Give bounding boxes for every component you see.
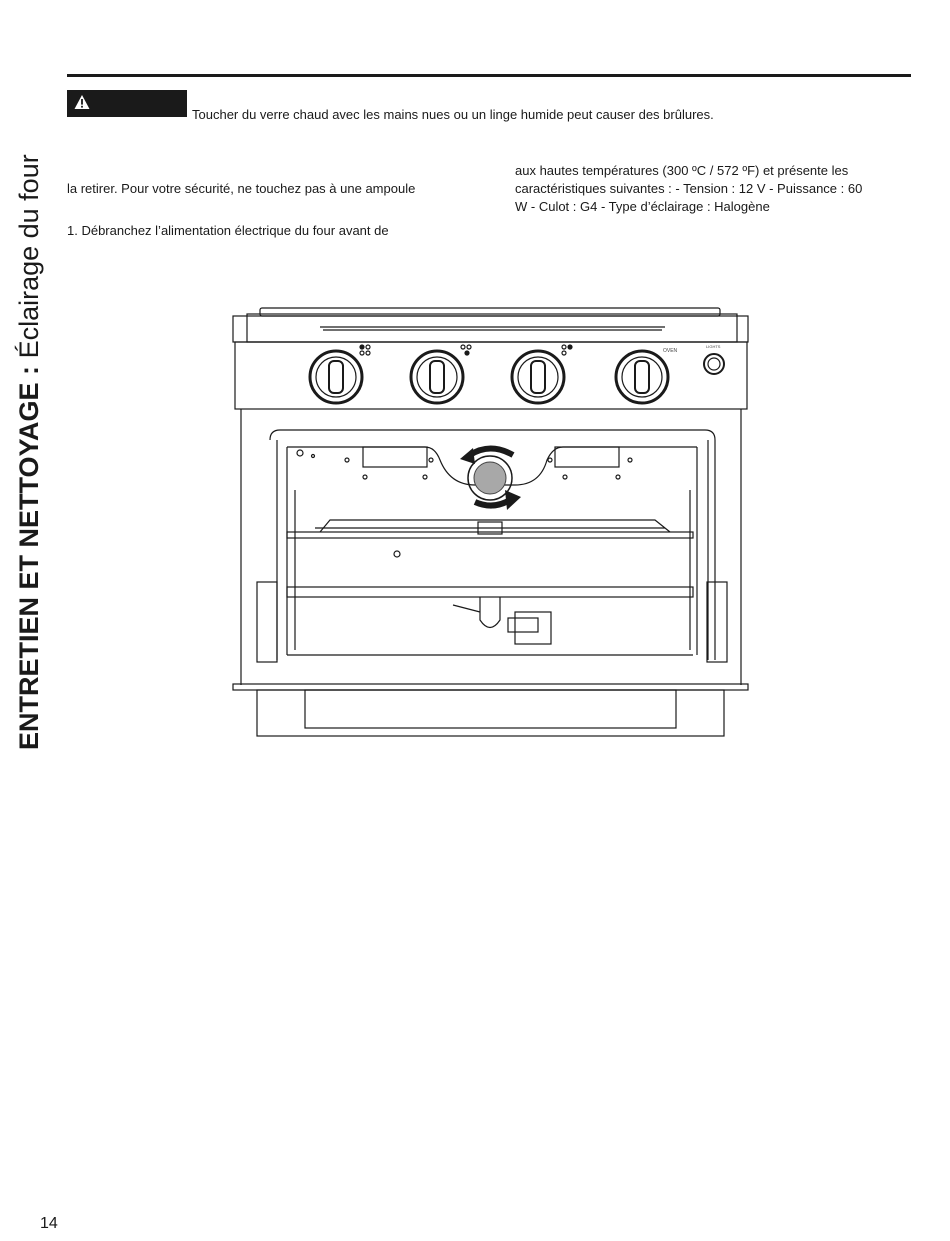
page-number: 14	[40, 1215, 58, 1232]
lights-button	[703, 353, 725, 375]
warning-badge	[67, 90, 187, 117]
knob-oven	[614, 349, 670, 405]
paragraph-right-line-1: aux hautes températures (300 ºC / 572 ºF…	[515, 163, 849, 178]
knob-2	[409, 349, 465, 405]
oven-label: OVEN	[663, 348, 678, 354]
section-title-bold: ENTRETIEN ET NETTOYAGE :	[14, 365, 44, 750]
knob-3	[510, 349, 566, 405]
top-divider	[67, 74, 911, 77]
lights-label: LIGHTS	[706, 344, 721, 349]
paragraph-left-2: 1. Débranchez l’alimentation électrique …	[67, 223, 389, 238]
warning-triangle-icon	[74, 95, 90, 109]
side-section-title: ENTRETIEN ET NETTOYAGE : Éclairage du fo…	[14, 154, 44, 750]
oven-body	[232, 409, 749, 737]
light-bulb-housing	[452, 597, 552, 645]
oven-illustration: OVEN LIGHTS	[225, 300, 760, 745]
knob-1	[308, 349, 364, 405]
paragraph-left-1: la retirer. Pour votre sécurité, ne touc…	[67, 181, 416, 196]
control-panel: OVEN LIGHTS	[234, 341, 748, 410]
paragraph-right-line-2: caractéristiques suivantes : - Tension :…	[515, 181, 863, 196]
section-title-light: Éclairage du four	[14, 154, 44, 359]
paragraph-right: aux hautes températures (300 ºC / 572 ºF…	[515, 162, 915, 216]
warning-text: Toucher du verre chaud avec les mains nu…	[192, 107, 714, 122]
cooktop	[232, 307, 749, 343]
paragraph-right-line-3: W - Culot : G4 - Type d’éclairage : Halo…	[515, 199, 770, 214]
rotation-instruction	[460, 445, 521, 535]
